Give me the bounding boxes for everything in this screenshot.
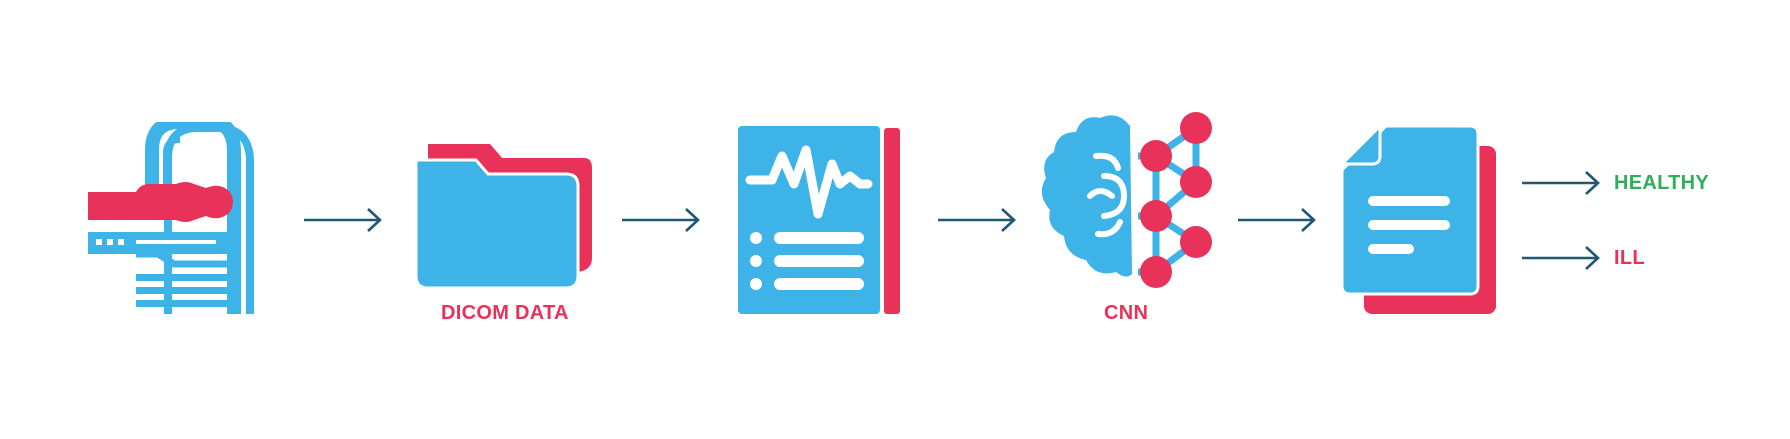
arrow-to-ill-icon <box>1522 246 1600 270</box>
ill-label: ILL <box>1614 247 1645 269</box>
arrow-icon <box>938 208 1016 232</box>
mri-scanner-icon <box>88 122 254 314</box>
arrow-icon <box>304 208 382 232</box>
document-icon <box>1340 124 1496 314</box>
folder-icon <box>414 144 592 290</box>
brain-network-icon <box>1041 112 1212 288</box>
cnn-label: CNN <box>1104 302 1149 324</box>
medical-report-icon <box>738 126 900 314</box>
arrow-icon <box>1238 208 1316 232</box>
dicom-data-label: DICOM DATA <box>441 302 569 324</box>
healthy-label: HEALTHY <box>1614 172 1710 194</box>
arrow-icon <box>622 208 700 232</box>
arrow-to-healthy-icon <box>1522 171 1600 195</box>
